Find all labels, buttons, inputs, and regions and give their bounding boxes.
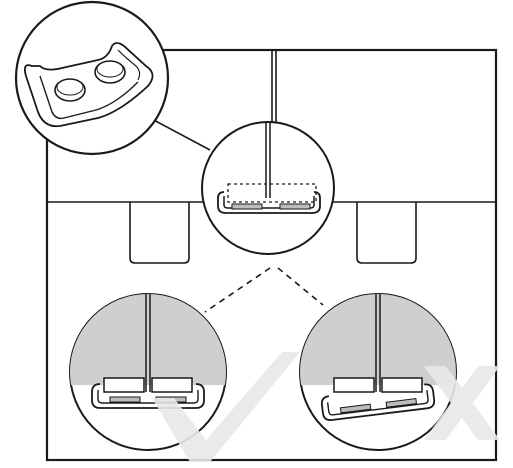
correct-example [69,293,227,451]
clip-part [23,42,154,128]
check-mark-icon [152,352,300,462]
right-tab [356,202,417,264]
detail-circle-top [201,121,335,255]
cross-mark-icon [424,366,500,440]
dashed-pointers [204,267,324,313]
inset-circle [14,0,170,156]
leader-line [149,117,211,151]
left-tab [129,202,190,264]
